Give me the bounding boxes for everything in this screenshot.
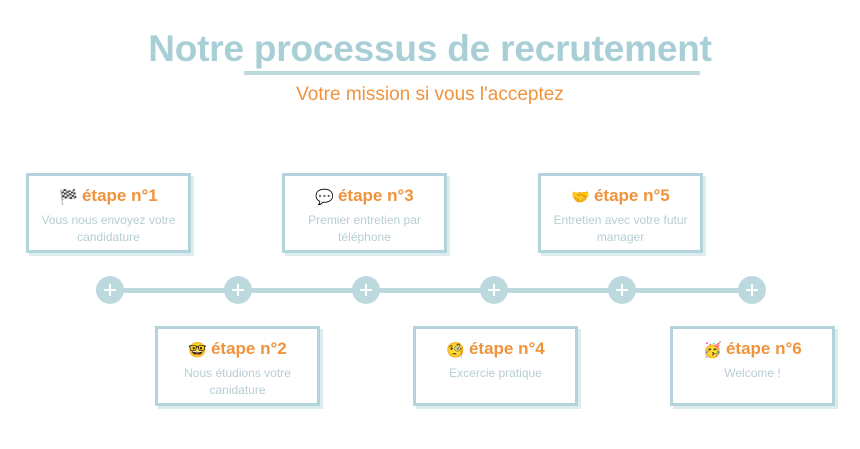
monocle-face-icon: 🧐	[446, 341, 465, 359]
nerd-face-icon: 🤓	[188, 341, 207, 359]
step-6-title: 🥳étape n°6	[673, 338, 832, 361]
step-card-6[interactable]: 🥳étape n°6 Welcome !	[670, 326, 835, 406]
plus-icon	[365, 284, 367, 296]
timeline	[0, 276, 860, 306]
page-title: Notre processus de recrutement	[0, 26, 860, 75]
page-subtitle: Votre mission si vous l'acceptez	[296, 84, 564, 105]
step-5-title: 🤝étape n°5	[541, 185, 700, 208]
header: Notre processus de recrutement Votre mis…	[0, 26, 860, 107]
step-card-5[interactable]: 🤝étape n°5 Entretien avec votre futur ma…	[538, 173, 703, 253]
step-3-title-text: étape n°3	[337, 186, 414, 205]
checkered-flag-icon: 🏁	[59, 188, 78, 206]
step-4-title: 🧐étape n°4	[416, 338, 575, 361]
step-6-title-text: étape n°6	[725, 339, 802, 358]
step-2-description: Nous étudions votre canidature	[184, 366, 291, 397]
step-card-4[interactable]: 🧐étape n°4 Excercie pratique	[413, 326, 578, 406]
step-1-description: Vous nous envoyez votre candidature	[41, 213, 176, 244]
plus-icon	[621, 284, 623, 296]
timeline-node-5[interactable]	[608, 276, 636, 304]
step-1-title: 🏁étape n°1	[29, 185, 188, 208]
page-title-underlined: processus de recrutemen	[243, 28, 700, 75]
step-3-description: Premier entretien par téléphone	[308, 213, 421, 244]
step-card-3[interactable]: 💬étape n°3 Premier entretien par télépho…	[282, 173, 447, 253]
step-3-title: 💬étape n°3	[285, 185, 444, 208]
partying-face-icon: 🥳	[703, 341, 722, 359]
plus-icon	[493, 284, 495, 296]
speech-balloon-icon: 💬	[315, 188, 334, 206]
step-5-description: Entretien avec votre futur manager	[553, 213, 688, 244]
timeline-node-6[interactable]	[738, 276, 766, 304]
step-2-title: 🤓étape n°2	[158, 338, 317, 361]
timeline-line	[110, 288, 752, 293]
timeline-node-1[interactable]	[96, 276, 124, 304]
step-card-1[interactable]: 🏁étape n°1 Vous nous envoyez votre candi…	[26, 173, 191, 253]
step-2-title-text: étape n°2	[210, 339, 287, 358]
step-6-description: Welcome !	[724, 366, 781, 380]
timeline-node-3[interactable]	[352, 276, 380, 304]
plus-icon	[751, 284, 753, 296]
handshake-icon: 🤝	[571, 188, 590, 206]
timeline-node-4[interactable]	[480, 276, 508, 304]
step-card-2[interactable]: 🤓étape n°2 Nous étudions votre canidatur…	[155, 326, 320, 406]
plus-icon	[109, 284, 111, 296]
step-5-title-text: étape n°5	[593, 186, 670, 205]
step-4-title-text: étape n°4	[468, 339, 545, 358]
step-1-title-text: étape n°1	[81, 186, 158, 205]
timeline-node-2[interactable]	[224, 276, 252, 304]
step-4-description: Excercie pratique	[449, 366, 542, 380]
plus-icon	[237, 284, 239, 296]
page-title-suffix: t	[699, 28, 712, 69]
page-title-prefix: Notre	[148, 28, 244, 69]
